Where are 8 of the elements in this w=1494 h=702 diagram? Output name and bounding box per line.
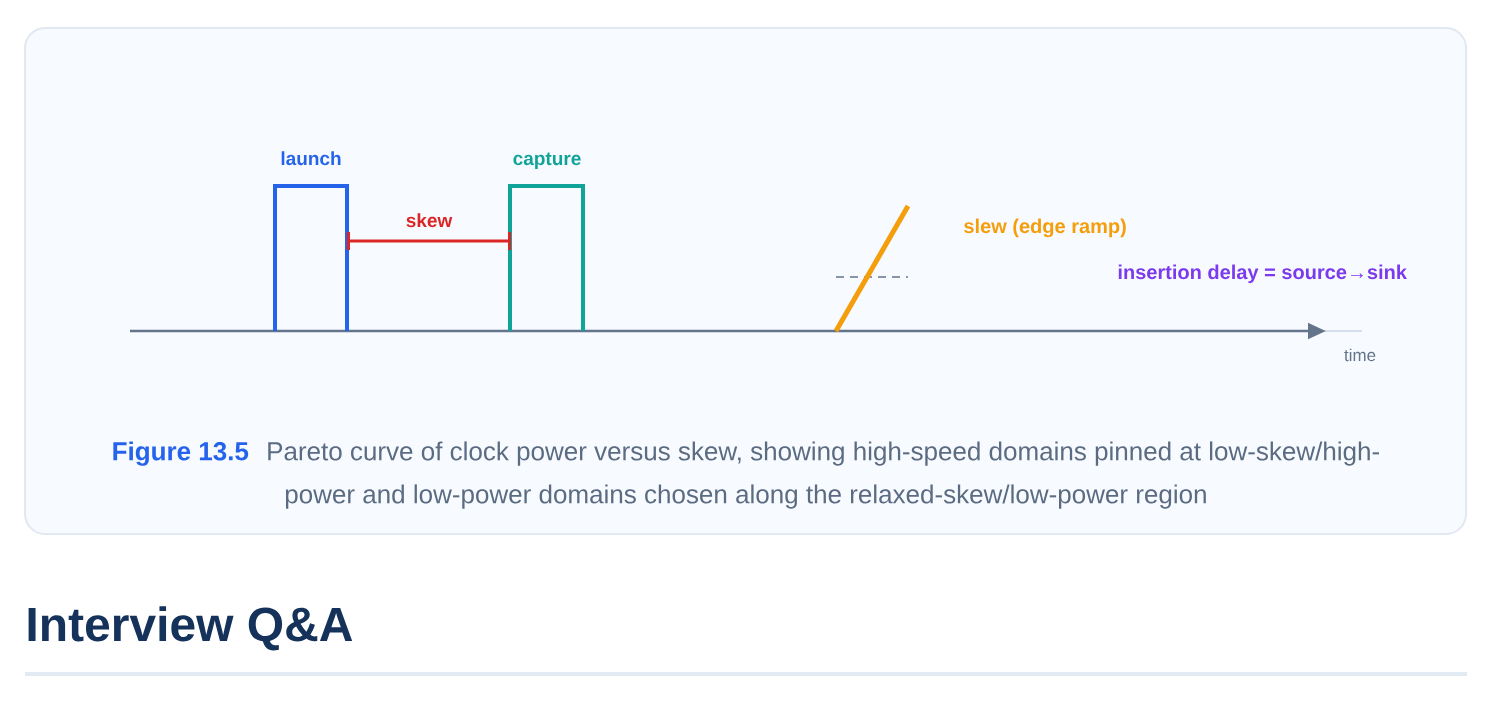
annotation: insertion delay = source→sink (1118, 264, 1407, 284)
figure-caption: Figure 13.5 Pareto curve of clock power versus skew, showing high-speed domains pinned at low-skew/high-power and low-power domains chosen along the relaxed-skew/low-power region (113, 441, 1379, 509)
section-heading: Interview Q&A (28, 606, 353, 651)
measure-label: skew (406, 213, 453, 228)
pulse-label: capture (513, 152, 581, 169)
axis-label: time (1344, 348, 1376, 362)
annotation: slew (edge ramp) (964, 218, 1126, 238)
pulse-label: launch (281, 151, 341, 166)
